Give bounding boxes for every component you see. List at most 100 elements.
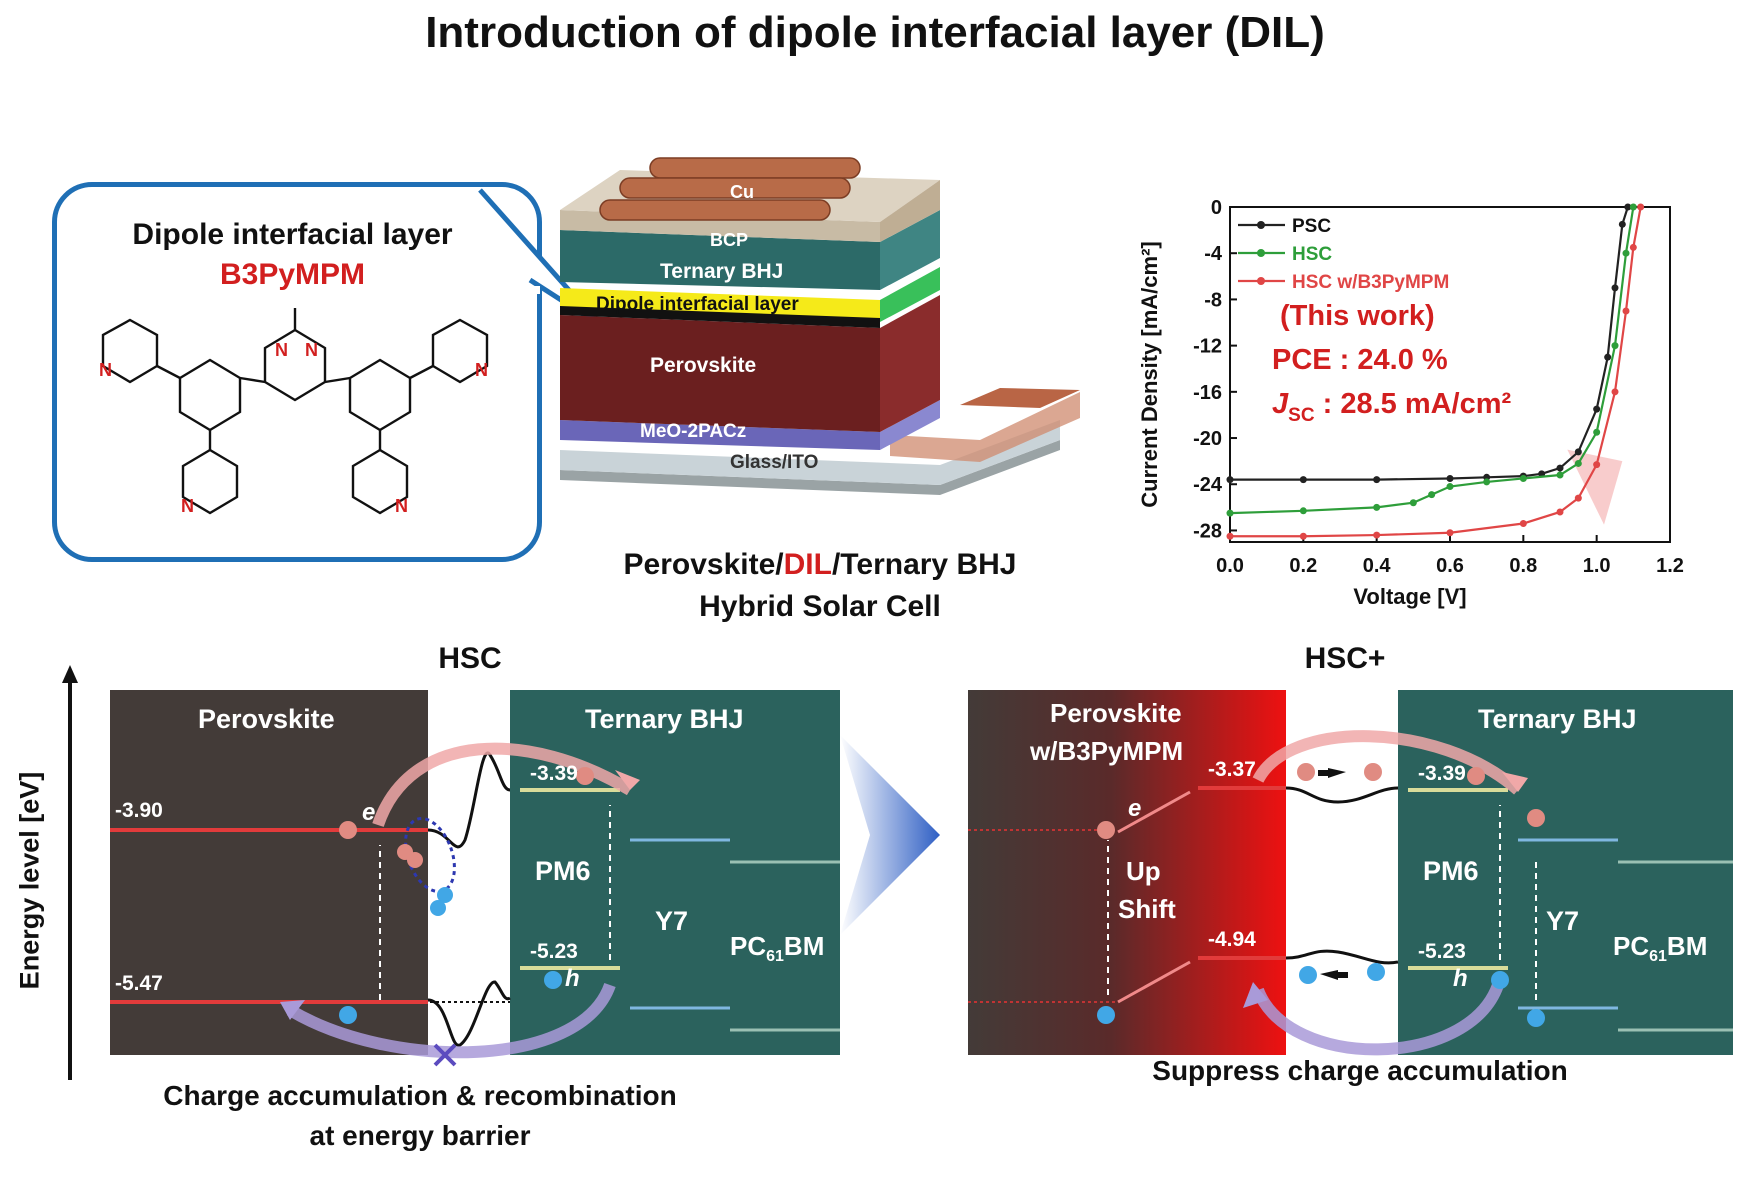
series-2-point xyxy=(1556,508,1564,516)
up-label: Up xyxy=(1126,856,1161,886)
hsc-electron-label: e xyxy=(362,799,375,826)
legend-label: HSC xyxy=(1292,244,1332,265)
hsc-plus-title: HSC+ xyxy=(1304,642,1386,675)
series-1-point xyxy=(1593,428,1601,436)
hsc-plus-perovskite-label-1: Perovskite xyxy=(1050,698,1182,728)
y-tick-label: -8 xyxy=(1204,289,1222,311)
hsc-plus-pcbm-sub: 61 xyxy=(1649,948,1667,965)
y-axis-label: Current Density [mA/cm²] xyxy=(1137,241,1162,507)
annotation-jsc: JSC : 28.5 mA/cm² xyxy=(1272,388,1512,426)
hsc-pcbm-rest: BM xyxy=(784,931,824,961)
legend-label: PSC xyxy=(1292,216,1331,237)
series-2-point xyxy=(1299,532,1307,540)
annotation-pce: PCE : 24.0 % xyxy=(1272,344,1448,376)
x-tick-label: 0.6 xyxy=(1436,555,1464,577)
series-0-point xyxy=(1556,464,1564,472)
series-1-point xyxy=(1611,342,1619,350)
atom-n-6: N xyxy=(395,496,408,516)
atom-n-3: N xyxy=(99,360,112,380)
annotation-this-work: (This work) xyxy=(1280,300,1435,332)
hsc-plus-bhj-label: Ternary BHJ xyxy=(1478,704,1637,734)
molecule-callout xyxy=(52,182,542,562)
hsc-plus-diagram: Perovskite w/B3PyMPM Ternary BHJ -3.37 -… xyxy=(968,690,1733,1056)
series-1-point xyxy=(1446,483,1454,491)
x-tick-label: 0.0 xyxy=(1216,555,1244,577)
molecule-name: B3PyMPM xyxy=(219,258,366,291)
y-tick-label: -20 xyxy=(1193,428,1222,450)
layer-cu-label: Cu xyxy=(730,182,754,202)
series-2-point xyxy=(1373,531,1381,539)
hsc-caption-1: Charge accumulation & recombination xyxy=(163,1080,677,1111)
y-tick-label: 0 xyxy=(1211,197,1222,219)
hsc-plus-cb-value: -3.37 xyxy=(1208,758,1256,781)
y-tick-label: -12 xyxy=(1193,336,1222,358)
hsc-caption-2: at energy barrier xyxy=(309,1120,531,1151)
hsc-title: HSC xyxy=(438,642,502,675)
energy-axis-label: Energy level [eV] xyxy=(14,771,45,990)
hsc-plus-pm6-label: PM6 xyxy=(1423,856,1479,886)
series-0-point xyxy=(1624,203,1632,211)
layer-bhj-label: Ternary BHJ xyxy=(660,260,783,283)
hsc-diagram: Perovskite Ternary BHJ -3.90 -5.47 -3.39… xyxy=(110,690,840,1067)
layer-glass-label: Glass/ITO xyxy=(730,452,818,473)
series-2-point xyxy=(1446,529,1454,537)
device-caption: Perovskite/DIL/Ternary BHJ xyxy=(560,548,1080,582)
hsc-plus-y7-label: Y7 xyxy=(1546,906,1579,936)
series-2-point xyxy=(1226,532,1234,540)
series-1-point xyxy=(1556,471,1564,479)
hsc-plus-hole-label: h xyxy=(1453,965,1468,992)
x-tick-label: 0.4 xyxy=(1363,555,1392,577)
hsc-pm6-label: PM6 xyxy=(535,856,591,886)
hsc-hole-label: h xyxy=(565,965,580,992)
caption-dil: DIL xyxy=(783,548,832,581)
series-2-point xyxy=(1629,243,1637,251)
y-tick-label: -28 xyxy=(1193,520,1222,542)
hsc-bhj-label: Ternary BHJ xyxy=(585,704,744,734)
hsc-pm6-lumo: -3.39 xyxy=(530,762,578,785)
improvement-arrow-icon xyxy=(1567,449,1623,525)
hsc-plus-perovskite-label-2: w/B3PyMPM xyxy=(1029,736,1183,766)
hsc-pm6-homo: -5.23 xyxy=(530,940,578,963)
series-2-point xyxy=(1622,307,1630,315)
svg-text:PC61BM: PC61BM xyxy=(730,931,824,965)
jsc-value: : 28.5 mA/cm² xyxy=(1315,388,1512,420)
series-1-point xyxy=(1226,509,1234,517)
dil-heading: Dipole interfacial layer xyxy=(132,218,453,251)
atom-n-4: N xyxy=(475,360,488,380)
series-2-point xyxy=(1611,388,1619,396)
hsc-plus-pcbm-main: PC xyxy=(1613,931,1649,961)
series-2-point xyxy=(1593,461,1601,469)
y-tick-label: -24 xyxy=(1193,474,1223,496)
series-2-point xyxy=(1637,203,1645,211)
hsc-plus-caption: Suppress charge accumulation xyxy=(1152,1055,1568,1086)
series-line-0 xyxy=(1230,206,1629,481)
hsc-perovskite-label: Perovskite xyxy=(198,704,335,734)
series-1-point xyxy=(1299,507,1307,515)
hsc-y7-label: Y7 xyxy=(655,906,688,936)
layer-bcp-label: BCP xyxy=(710,230,748,250)
y-tick-label: -4 xyxy=(1204,243,1223,265)
series-0-point xyxy=(1373,476,1381,484)
transition-arrow-icon xyxy=(840,735,940,935)
y-tick-label: -16 xyxy=(1193,382,1222,404)
series-1-point xyxy=(1373,503,1381,511)
hsc-plus-pcbm-rest: BM xyxy=(1667,931,1707,961)
atom-n-1: N xyxy=(275,340,288,360)
series-0-point xyxy=(1593,405,1601,413)
hsc-plus-vb-value: -4.94 xyxy=(1208,928,1256,951)
series-0-point xyxy=(1604,353,1612,361)
series-1-point xyxy=(1428,491,1436,499)
atom-n-5: N xyxy=(181,496,194,516)
legend-label: HSC w/B3PyMPM xyxy=(1292,272,1449,293)
atom-n-2: N xyxy=(305,340,318,360)
jsc-symbol: J xyxy=(1272,388,1289,420)
x-tick-label: 0.8 xyxy=(1509,555,1537,577)
series-1-point xyxy=(1519,474,1527,482)
series-0-point xyxy=(1299,476,1307,484)
page-title: Introduction of dipole interfacial layer… xyxy=(425,8,1325,57)
layer-dil-label: Dipole interfacial layer xyxy=(596,294,799,315)
series-line-1 xyxy=(1229,206,1635,515)
legend-marker xyxy=(1257,277,1265,285)
x-axis-label: Voltage [V] xyxy=(1353,584,1466,609)
series-1-point xyxy=(1574,459,1582,467)
